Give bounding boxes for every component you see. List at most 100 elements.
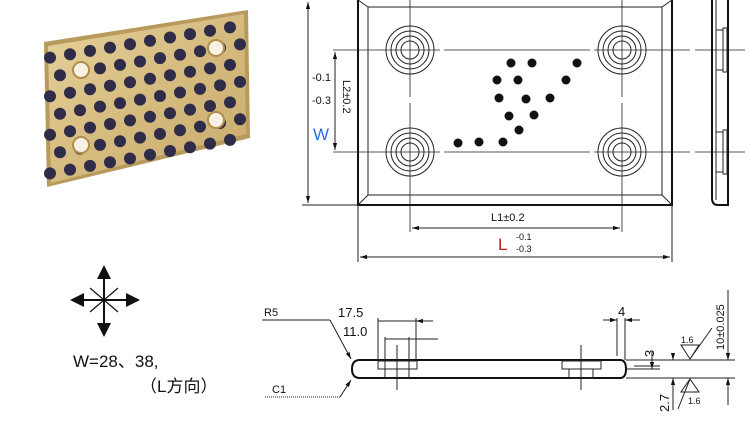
photo-graphite-plug	[204, 100, 216, 112]
photo-graphite-plug	[114, 135, 126, 148]
photo-hole	[72, 39, 225, 154]
caption-width-values: W=28、38,	[73, 352, 159, 371]
photo-graphite-plug	[154, 90, 166, 102]
photo-graphite-plug	[144, 72, 156, 85]
photo-graphite-plug	[194, 82, 206, 95]
photo-graphite-plug	[94, 138, 106, 151]
section-view: R5 C1 17.5 11.0 4 3 2.7 10±0.025 1.6	[262, 290, 735, 412]
roughness-top-value: 1.6	[681, 335, 694, 345]
c1-label: C1	[272, 384, 286, 396]
photo-graphite-plug	[74, 104, 86, 117]
photo-graphite-plug	[104, 118, 116, 130]
photo-graphite-plug	[124, 38, 136, 51]
photo-graphite-plug	[144, 110, 156, 123]
photo-graphite-plug	[204, 62, 216, 75]
photo-graphite-plug	[234, 75, 246, 88]
photo-graphite-plug	[204, 24, 216, 37]
graphite-plug-mark	[504, 111, 514, 121]
graphite-plug-mark	[521, 94, 531, 104]
roughness-symbol-top	[680, 327, 713, 360]
photo-graphite-plug	[104, 41, 116, 54]
photo-graphite-plug	[134, 131, 146, 144]
photo-graphite-plug	[54, 69, 66, 82]
photo-graphite-plug	[164, 69, 176, 82]
photo-graphite-plug	[154, 52, 166, 65]
top-view: -0.1 -0.3 L2±0.2 W L1±0.2 L -0.1 -0.3	[302, 0, 745, 262]
graphite-plug-mark	[572, 58, 582, 68]
photo-graphite-plug	[54, 146, 66, 159]
side-view	[711, 0, 729, 206]
photo-graphite-plug	[144, 148, 156, 161]
dim-4: 4	[618, 304, 625, 319]
photo-graphite-plug	[104, 79, 116, 92]
photo-graphite-plug	[154, 127, 166, 140]
photo-graphite-plug	[224, 96, 236, 109]
photo-graphite-plug	[204, 137, 216, 150]
photo-graphite-plug	[174, 86, 186, 99]
photo-graphite-plug	[84, 121, 96, 134]
graphite-plug-mark	[561, 75, 571, 85]
w-tolerance-upper: -0.1	[312, 72, 331, 84]
photo-graphite-plug	[144, 34, 156, 47]
l-tolerance-lower: -0.3	[516, 244, 532, 254]
photo-graphite-plug	[114, 97, 126, 110]
photo-graphite-plug	[194, 45, 206, 58]
dim-3: 3	[642, 350, 657, 357]
counterbore-right	[561, 345, 602, 390]
graphite-plug-mark	[529, 110, 539, 120]
graphite-plug-mark	[498, 137, 508, 147]
graphite-plug-mark	[474, 137, 484, 147]
photo-graphite-plug	[184, 141, 196, 154]
photo-graphite-plug	[224, 21, 236, 34]
photo-graphite-plug	[134, 93, 146, 106]
photo-graphite-plug	[64, 125, 76, 138]
dim-17-5: 17.5	[338, 305, 363, 320]
w-label: W	[313, 125, 329, 144]
photo-graphite-plug	[174, 48, 186, 61]
dim-10: 10±0.025	[715, 304, 727, 350]
photo-graphite-plug	[84, 159, 96, 172]
photo-graphite-plug	[114, 58, 126, 71]
dim-2-7: 2.7	[657, 394, 672, 412]
photo-graphite-plug	[94, 100, 106, 113]
photo-graphite-plug	[124, 76, 136, 89]
photo-graphite-plug	[124, 114, 136, 127]
centerlines	[333, 0, 745, 232]
photo-graphite-plug	[124, 152, 136, 165]
four-way-arrow-icon	[70, 265, 140, 337]
photo-graphite-plug	[184, 103, 196, 116]
l2-label: L2±0.2	[340, 80, 352, 114]
photo-graphite-plug	[164, 31, 176, 44]
photo-graphite-plug	[134, 55, 146, 68]
product-photo	[44, 10, 250, 187]
photo-graphite-plug	[64, 48, 76, 61]
photo-graphite-plug	[54, 107, 66, 120]
photo-graphite-plug	[184, 28, 196, 41]
photo-graphite-plug	[64, 163, 76, 176]
photo-graphite-plug	[184, 65, 196, 78]
photo-graphite-plug	[164, 145, 176, 157]
photo-graphite-plug	[164, 107, 176, 120]
photo-graphite-plug	[234, 38, 246, 51]
graphite-plug-mark	[453, 138, 463, 148]
photo-graphite-plug	[104, 156, 116, 169]
photo-graphite-plug	[174, 124, 186, 137]
counterbore-left	[377, 345, 418, 390]
photo-graphite-plug	[84, 44, 96, 57]
photo-graphite-plug	[84, 83, 96, 96]
w-tolerance-lower: -0.3	[312, 95, 331, 107]
photo-graphite-plug	[44, 90, 56, 103]
photo-graphite-plug	[44, 167, 56, 180]
photo-graphite-plug	[224, 58, 236, 71]
graphite-plug-mark	[545, 93, 555, 103]
photo-graphite-plug	[234, 113, 246, 126]
r5-label: R5	[264, 307, 278, 319]
l1-label: L1±0.2	[491, 212, 525, 224]
photo-graphite-plug	[44, 51, 56, 64]
dim-11-0: 11.0	[343, 324, 367, 339]
photo-graphite-plug	[214, 79, 226, 92]
roughness-symbol-bottom	[677, 378, 700, 410]
graphite-plug-mark	[513, 75, 523, 85]
graphite-plug-mark	[514, 125, 524, 135]
